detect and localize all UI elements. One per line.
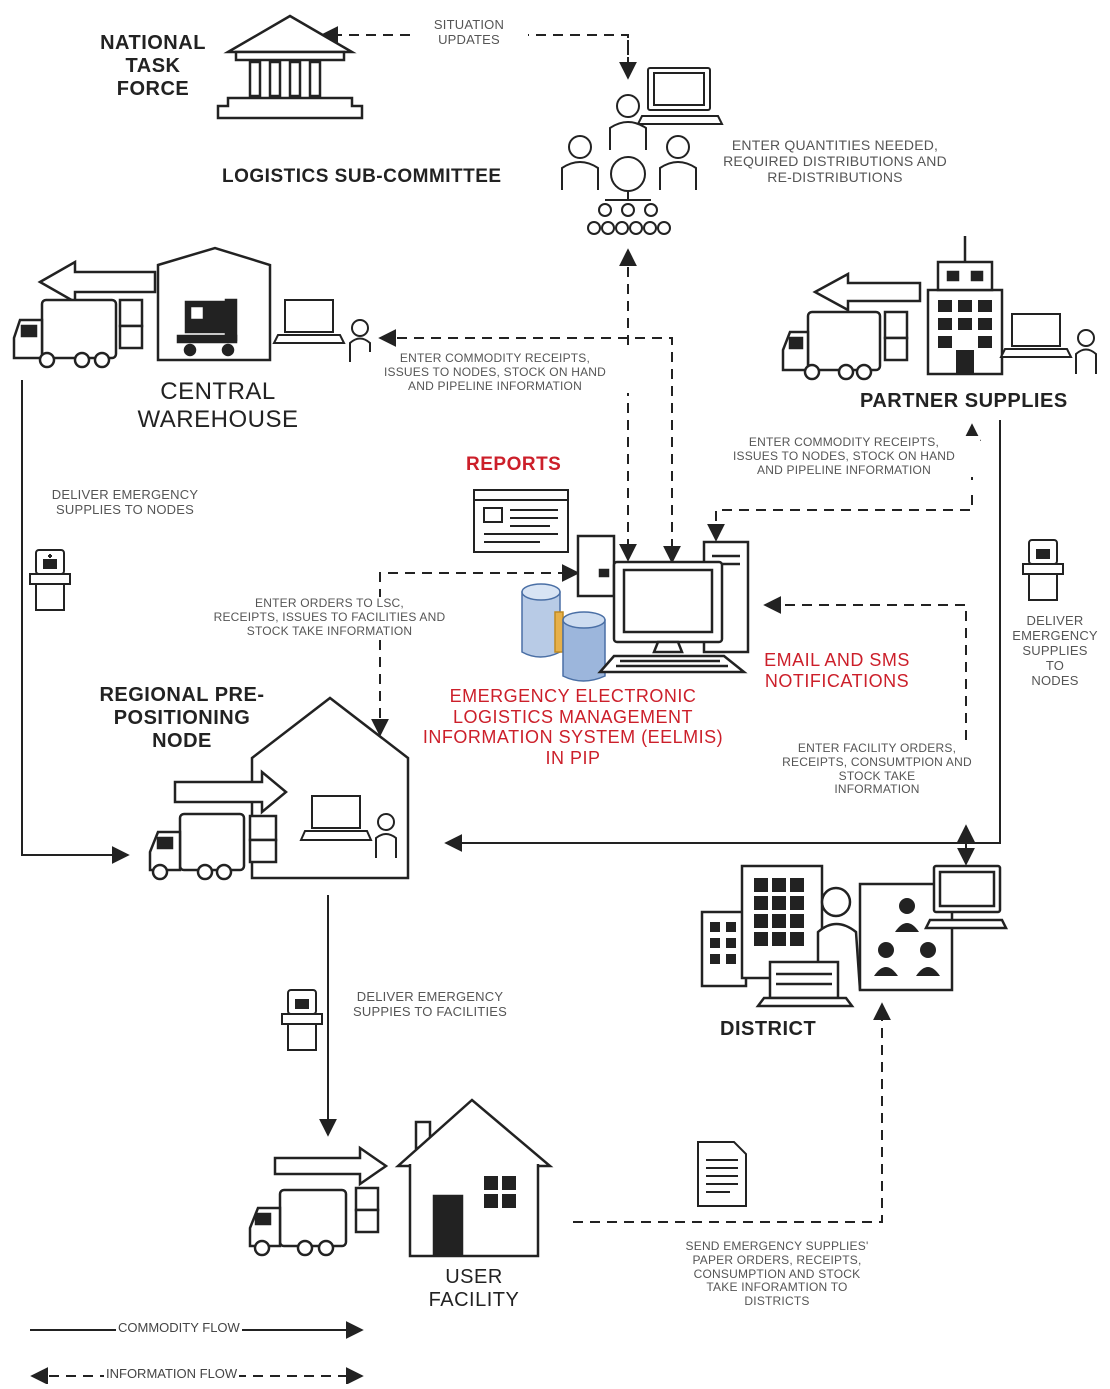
- annotation-facility-orders: ENTER FACILITY ORDERS, RECEIPTS, CONSUMT…: [756, 741, 998, 798]
- node-label-user-facility: USER FACILITY: [428, 1266, 520, 1311]
- node-label-district: DISTRICT: [720, 1018, 817, 1040]
- legend-information-flow: INFORMATION FLOW: [104, 1366, 240, 1382]
- partner-truck-icon: [781, 310, 909, 381]
- annotation-node-orders: ENTER ORDERS TO LSC, RECEIPTS, ISSUES TO…: [192, 596, 467, 639]
- government-building-icon: [216, 14, 364, 120]
- info-flow-warehouse-to-eelmis: [378, 329, 681, 564]
- regional-laptop-user-icon: [299, 795, 397, 858]
- facility-house-icon: [273, 1098, 554, 1258]
- district-building-icon: [700, 864, 1009, 1008]
- annotation-deliver-to-nodes-right: DELIVER EMERGENCY SUPPLIES TO NODES: [1002, 613, 1108, 689]
- label-reports: REPORTS: [466, 454, 562, 475]
- facility-truck-icon: [248, 1186, 380, 1257]
- commodity-flow-warehouse-to-node: [21, 380, 130, 864]
- regional-truck-icon: [148, 812, 278, 881]
- warehouse-laptop-user-icon: [272, 299, 371, 362]
- node-label-central-warehouse: CENTRAL WAREHOUSE: [137, 378, 299, 433]
- partner-laptop-user-icon: [999, 313, 1097, 374]
- report-document-icon: [473, 489, 569, 553]
- database-server-icon: [521, 583, 606, 682]
- annotation-partner-entry: ENTER COMMODITY RECEIPTS, ISSUES TO NODE…: [708, 435, 980, 478]
- eelmis-computer-icon: [576, 534, 750, 674]
- label-email-sms-notifications: EMAIL AND SMS NOTIFICATIONS: [764, 650, 910, 691]
- node-label-partner-supplies: PARTNER SUPPLIES: [860, 390, 1068, 412]
- annotation-paper-orders: SEND EMERGENCY SUPPLIES' PAPER ORDERS, R…: [685, 1239, 869, 1309]
- committee-people-icon: [561, 67, 724, 235]
- partner-building-icon: [812, 236, 1004, 376]
- annotation-deliver-to-facilities: DELIVER EMERGENCY SUPPIES TO FACILITIES: [332, 989, 528, 1020]
- supply-kit-icon-right: [1022, 539, 1064, 601]
- commodity-flow-partner-to-node: [444, 420, 1001, 852]
- node-label-regional-node: REGIONAL PRE- POSITIONING NODE: [99, 684, 265, 752]
- info-flow-facility-to-district: [573, 1002, 891, 1223]
- legend-commodity-flow: COMMODITY FLOW: [116, 1320, 242, 1336]
- paper-document-icon: [697, 1141, 747, 1207]
- info-flow-node-to-eelmis: [371, 564, 580, 737]
- warehouse-truck-icon: [12, 298, 144, 369]
- annotation-situation-updates: SITUATION UPDATES: [410, 17, 528, 48]
- info-flow-partner-to-eelmis: [707, 495, 973, 542]
- annotation-warehouse-entry: ENTER COMMODITY RECEIPTS, ISSUES TO NODE…: [360, 351, 630, 394]
- node-label-logistics-sub-committee: LOGISTICS SUB-COMMITTEE: [222, 166, 502, 187]
- label-eelmis: EMERGENCY ELECTRONIC LOGISTICS MANAGEMEN…: [422, 686, 724, 769]
- node-label-national-task-force: NATIONAL TASK FORCE: [100, 32, 206, 100]
- regional-node-house-icon: [173, 696, 410, 880]
- annotation-enter-quantities: ENTER QUANTITIES NEEDED, REQUIRED DISTRI…: [723, 137, 947, 186]
- supply-kit-icon-middle: [281, 989, 323, 1051]
- annotation-deliver-to-nodes-left: DELIVER EMERGENCY SUPPLIES TO NODES: [51, 487, 199, 517]
- supply-kit-icon-left: [29, 549, 71, 611]
